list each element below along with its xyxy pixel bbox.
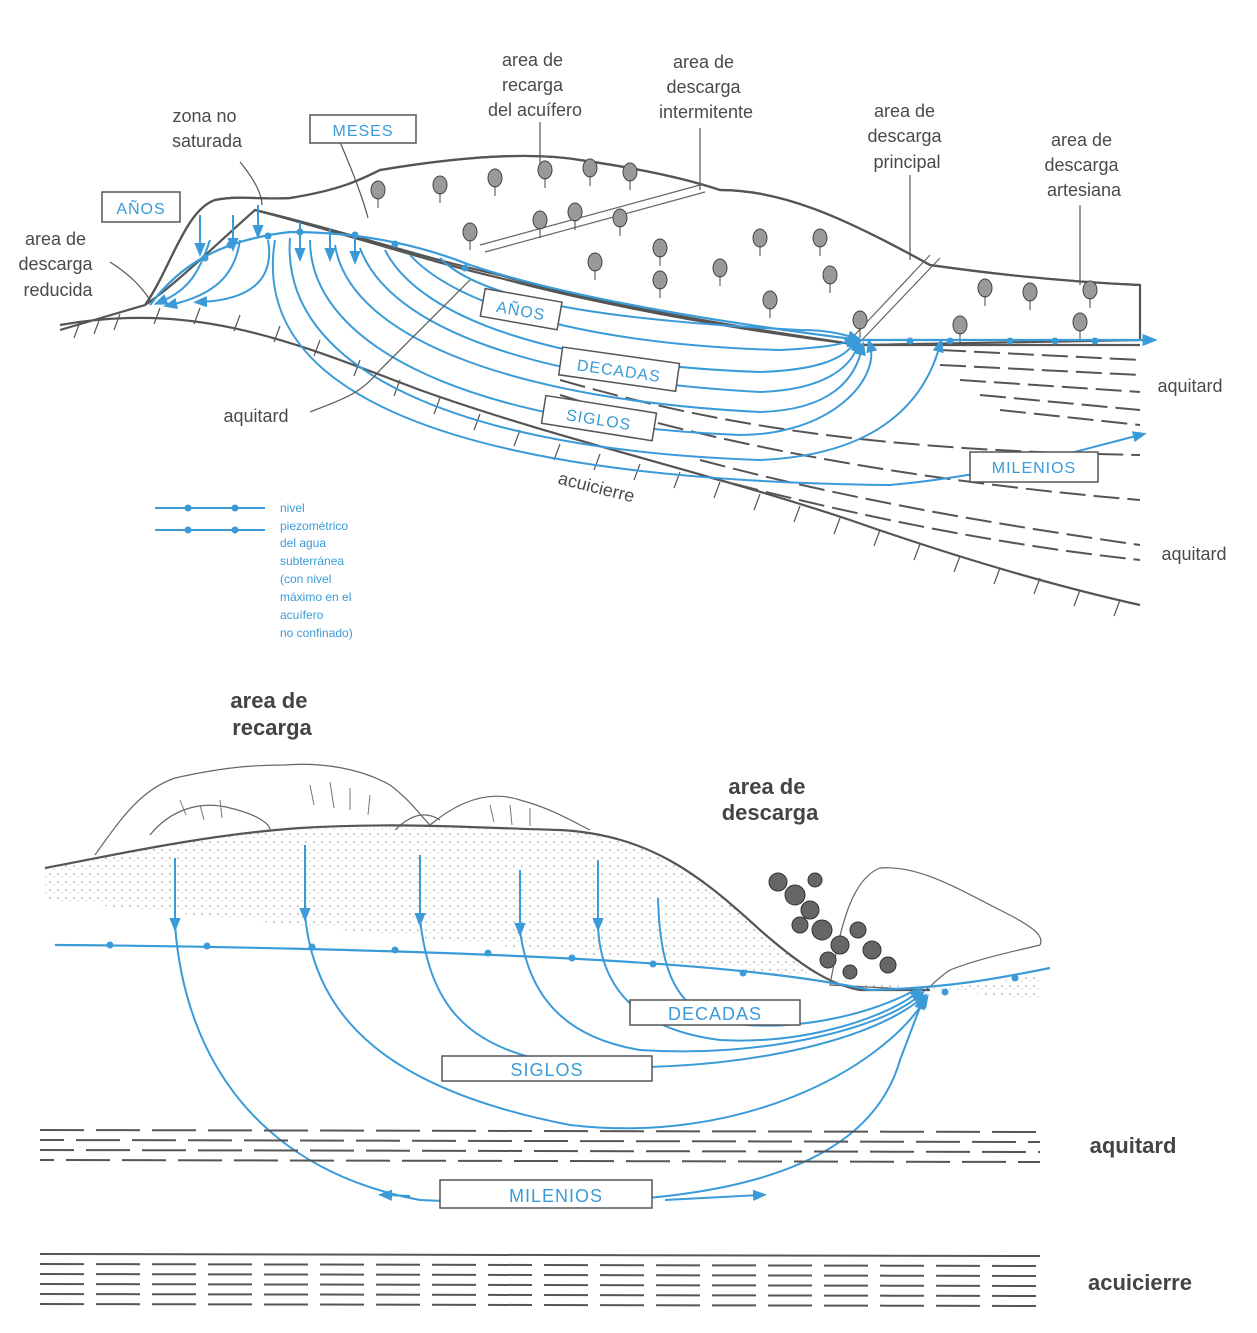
svg-text:SIGLOS: SIGLOS (510, 1060, 583, 1080)
bottom-diagram: DECADAS SIGLOS MILENIOS area de recarga … (40, 688, 1192, 1306)
svg-text:AÑOS: AÑOS (116, 198, 165, 218)
box-milenios-bottom: MILENIOS (440, 1180, 652, 1208)
label-area-recarga: area de recarga (230, 688, 313, 740)
svg-text:DECADAS: DECADAS (668, 1004, 762, 1024)
label-aquitard-bottom: aquitard (1090, 1133, 1177, 1158)
label-area-descarga: area de descarga (722, 774, 819, 825)
box-milenios: MILENIOS (970, 452, 1098, 482)
label-acuicierre-bottom: acuicierre (1088, 1270, 1192, 1295)
label-area-descarga-artesiana: area de descarga artesiana (1044, 130, 1123, 200)
top-diagram: AÑOS MESES AÑOS DECADAS SIGLOS MILENIOS … (18, 50, 1226, 640)
legend-text: nivel piezométrico del agua subterránea … (280, 501, 355, 640)
bottom-soil (45, 825, 1040, 1000)
label-aquitard-right-2: aquitard (1161, 544, 1226, 564)
top-local-flows (160, 205, 355, 305)
top-aquitard-line (255, 210, 1140, 345)
bottom-aquitard-layer (40, 1130, 1040, 1162)
label-acuicierre-top: acuicierre (556, 468, 637, 506)
svg-text:MILENIOS: MILENIOS (992, 460, 1076, 477)
bottom-water-table (55, 945, 1050, 990)
box-decadas-bottom: DECADAS (630, 1000, 800, 1025)
top-aquifer-fill (145, 156, 1140, 345)
box-siglos-bottom: SIGLOS (442, 1056, 652, 1081)
label-aquitard-right-1: aquitard (1157, 376, 1222, 396)
svg-text:MESES: MESES (332, 123, 393, 140)
label-area-descarga-reducida: area de descarga reducida (18, 229, 97, 300)
box-meses: MESES (310, 115, 416, 143)
label-area-recarga-acuifero: area de recarga del acuífero (488, 50, 582, 120)
label-aquitard-left: aquitard (223, 406, 288, 426)
label-zona-no-saturada: zona no saturada (172, 106, 243, 151)
bottom-acuicierre-layer (40, 1254, 1040, 1306)
svg-text:MILENIOS: MILENIOS (509, 1186, 603, 1206)
top-ground-surface (60, 156, 1140, 330)
box-anos-2: AÑOS (480, 289, 562, 330)
legend: nivel piezométrico del agua subterránea … (155, 501, 355, 640)
box-anos-1: AÑOS (102, 192, 180, 222)
label-area-descarga-principal: area de descarga principal (867, 101, 946, 172)
hill-hatch (180, 782, 530, 826)
label-area-descarga-intermitente: area de descarga intermitente (659, 52, 753, 122)
